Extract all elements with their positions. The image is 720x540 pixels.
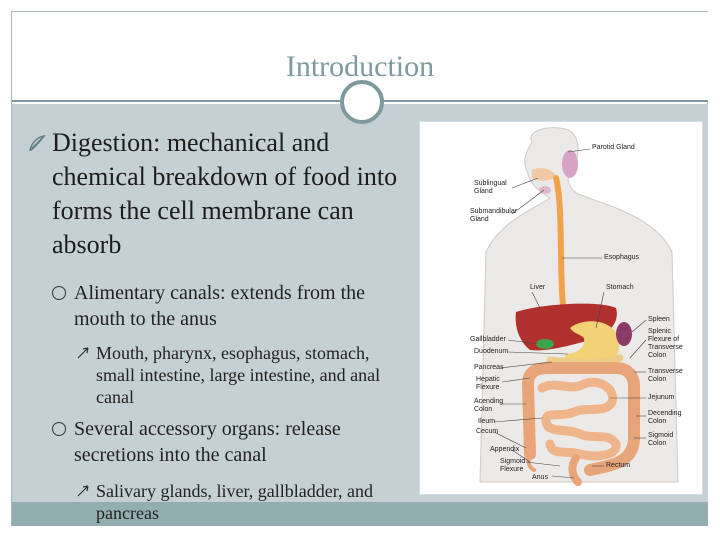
- label-duodenum: Duodenum: [474, 348, 509, 355]
- bullet-sub1-detail-text: Mouth, pharynx, esophagus, stomach, smal…: [96, 343, 381, 407]
- label-cecum: Cecum: [476, 428, 499, 435]
- bullet-list: Digestion: mechanical and chemical break…: [22, 126, 412, 524]
- label-descending-colon: Decending Colon: [648, 410, 682, 425]
- digestive-system-diagram: Parotid Gland Sublingual Gland Submandib…: [419, 121, 703, 495]
- label-anus: Anus: [532, 474, 548, 481]
- label-liver: Liver: [530, 284, 546, 291]
- circle-bullet-icon: [52, 286, 66, 300]
- label-sigmoid-flexure: Sigmoid Flexure: [500, 458, 526, 473]
- label-spleen: Spleen: [648, 316, 670, 323]
- label-ascending-colon: Acending Colon: [474, 398, 504, 413]
- label-pancreas: Pancreas: [474, 364, 504, 371]
- bullet-sub2-detail: Salivary glands, liver, gallbladder, and…: [22, 480, 412, 524]
- footer-bar: [12, 502, 708, 526]
- arrow-bullet-icon: [77, 485, 89, 497]
- label-jejunum: Jejunum: [648, 394, 675, 401]
- circle-bullet-icon: [52, 422, 66, 436]
- bullet-sub2-detail-text: Salivary glands, liver, gallbladder, and…: [96, 481, 373, 523]
- label-ileum: Ileum: [478, 418, 496, 425]
- label-splenic-flexure: Splenic Flexure of Transverse Colon: [648, 328, 683, 359]
- bullet-ornament-icon: [29, 134, 46, 151]
- slide-title: Introduction: [285, 50, 435, 83]
- bullet-sub1: Alimentary canals: extends from the mout…: [22, 280, 412, 332]
- label-stomach: Stomach: [606, 284, 634, 291]
- anatomy-illustration: [479, 127, 679, 486]
- label-hepatic-flexure: Hepatic Flexure: [476, 376, 500, 391]
- arrow-bullet-icon: [77, 347, 89, 359]
- bullet-main: Digestion: mechanical and chemical break…: [22, 126, 412, 262]
- label-esophagus: Esophagus: [604, 254, 640, 261]
- label-transverse-colon: Transverse Colon: [648, 368, 683, 383]
- bullet-sub1-detail: Mouth, pharynx, esophagus, stomach, smal…: [22, 342, 412, 408]
- bullet-sub2-text: Several accessory organs: release secret…: [74, 418, 341, 466]
- label-appendix: Appendix: [490, 446, 520, 453]
- label-parotid-gland: Parotid Gland: [592, 144, 635, 151]
- bullet-sub2: Several accessory organs: release secret…: [22, 416, 412, 468]
- divider-circle-ornament: [340, 80, 384, 124]
- label-sigmoid-colon: Sigmoid Colon: [648, 432, 674, 447]
- bullet-main-text: Digestion: mechanical and chemical break…: [52, 128, 398, 259]
- bullet-sub1-text: Alimentary canals: extends from the mout…: [74, 282, 366, 330]
- label-rectum: Rectum: [606, 462, 631, 469]
- label-submandibular-gland: Submandibular Gland: [470, 208, 518, 223]
- label-gallbladder: Gallbladder: [470, 336, 506, 343]
- label-sublingual-gland: Sublingual Gland: [474, 180, 507, 195]
